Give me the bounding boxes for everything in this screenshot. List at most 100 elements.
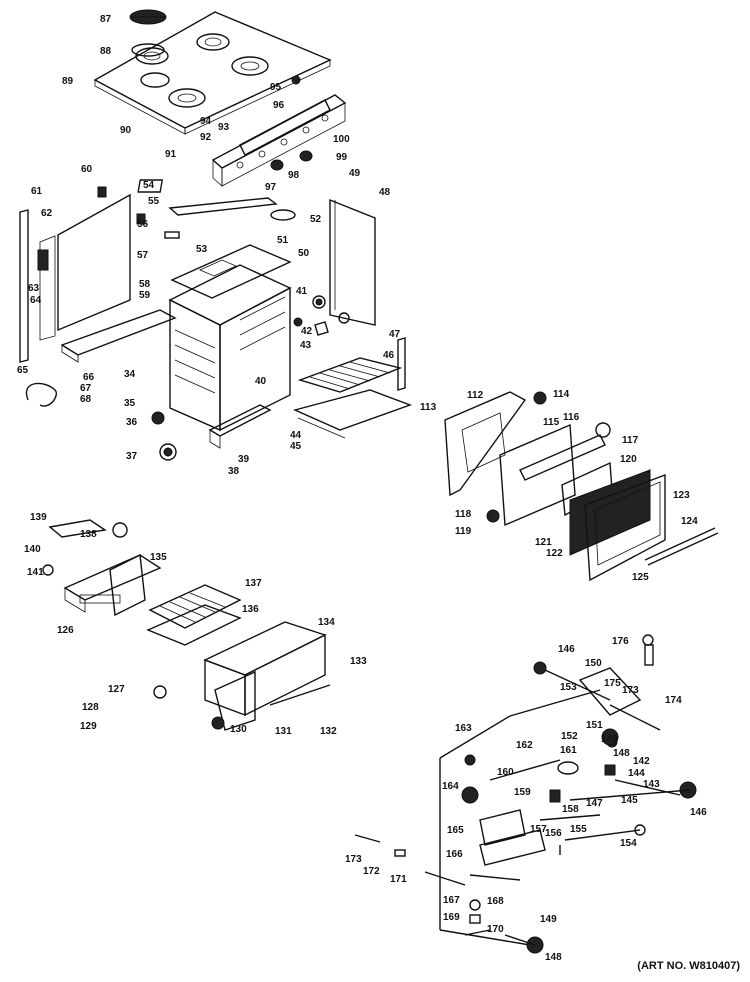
callout: 118 [455,509,472,520]
callout: 54 [143,180,155,191]
callout: 161 [560,745,577,756]
callout: 41 [296,286,308,297]
oven-rack [297,357,403,393]
callout: 154 [620,838,637,849]
right-side-panel [329,198,376,326]
callout: 119 [455,526,472,537]
oven-cavity [168,264,292,432]
callout: 100 [333,134,350,145]
callout: 97 [265,182,277,193]
callout: 95 [270,82,282,93]
callout: 138 [80,529,97,540]
callout: 171 [390,874,407,885]
callout: 50 [298,248,310,259]
callout: 112 [467,390,484,401]
callout: 162 [516,740,533,751]
callout: 121 [535,537,552,548]
callout: 93 [218,122,230,133]
callout: 68 [80,394,92,405]
callout: 34 [124,369,136,380]
callout: 139 [30,512,47,523]
callout: 169 [443,912,460,923]
callout: 89 [62,76,74,87]
callout: 134 [318,617,335,628]
knob-99 [299,150,313,162]
callout: 52 [310,214,322,225]
callout: 38 [228,466,240,477]
callout: 62 [41,208,53,219]
callout: 66 [83,372,95,383]
callout: 176 [612,636,629,647]
art-number: (ART NO. W810407) [637,960,740,972]
callout: 39 [238,454,250,465]
callout: 133 [350,656,367,667]
callout: 117 [622,435,639,446]
callout: 141 [27,567,44,578]
callout: 120 [620,454,637,465]
callout: 146 [690,807,707,818]
callout: 99 [336,152,348,163]
callout: 126 [57,625,74,636]
callout: 61 [31,186,43,197]
callout: 153 [560,682,577,693]
callout: 60 [81,164,93,175]
callout: 131 [275,726,292,737]
callout: 150 [585,658,602,669]
callout: 96 [273,100,285,111]
left-side-panel [57,193,131,332]
callout: 143 [643,779,660,790]
callout: 125 [632,572,649,583]
callout: 124 [681,516,698,527]
control-panel [211,94,347,187]
callout: 48 [379,187,391,198]
callout: 144 [628,768,645,779]
callout: 152 [561,731,578,742]
callout: 173 [622,685,639,696]
callout: 40 [255,376,267,387]
callout: 140 [24,544,41,555]
power-cord [25,382,57,407]
callout: 132 [320,726,337,737]
callout: 149 [601,734,618,745]
callout: 92 [200,132,212,143]
callout: 156 [545,828,562,839]
callout: 159 [514,787,531,798]
callout: 53 [196,244,208,255]
callout: 67 [80,383,92,394]
callout-labels: 87 88 89 90 91 92 93 94 95 96 97 98 99 1… [17,14,707,963]
callout: 56 [137,219,149,230]
callout: 51 [277,235,289,246]
callout: 94 [200,116,212,127]
callout: 135 [150,552,167,563]
callout: 58 [139,279,151,290]
callout: 87 [100,14,112,25]
callout: 123 [673,490,690,501]
callout: 63 [28,283,40,294]
callout: 55 [148,196,160,207]
cooktop-group [93,9,332,135]
callout: 127 [108,684,125,695]
callout: 36 [126,417,138,428]
callout: 146 [558,644,575,655]
callout: 64 [30,295,42,306]
callout: 35 [124,398,136,409]
door-insulation [569,469,651,556]
callout: 43 [300,340,312,351]
callout: 91 [165,149,177,160]
callout: 147 [586,798,603,809]
callout: 148 [613,748,630,759]
callout: 114 [553,389,570,400]
callout: 42 [301,326,313,337]
cooktop [93,11,332,129]
callout: 142 [633,756,650,767]
callout: 163 [455,723,472,734]
callout: 59 [139,290,151,301]
callout: 47 [389,329,401,340]
callout: 122 [546,548,563,559]
callout: 170 [487,924,504,935]
callout: 90 [120,125,132,136]
callout: 116 [563,412,580,423]
callout: 174 [665,695,682,706]
